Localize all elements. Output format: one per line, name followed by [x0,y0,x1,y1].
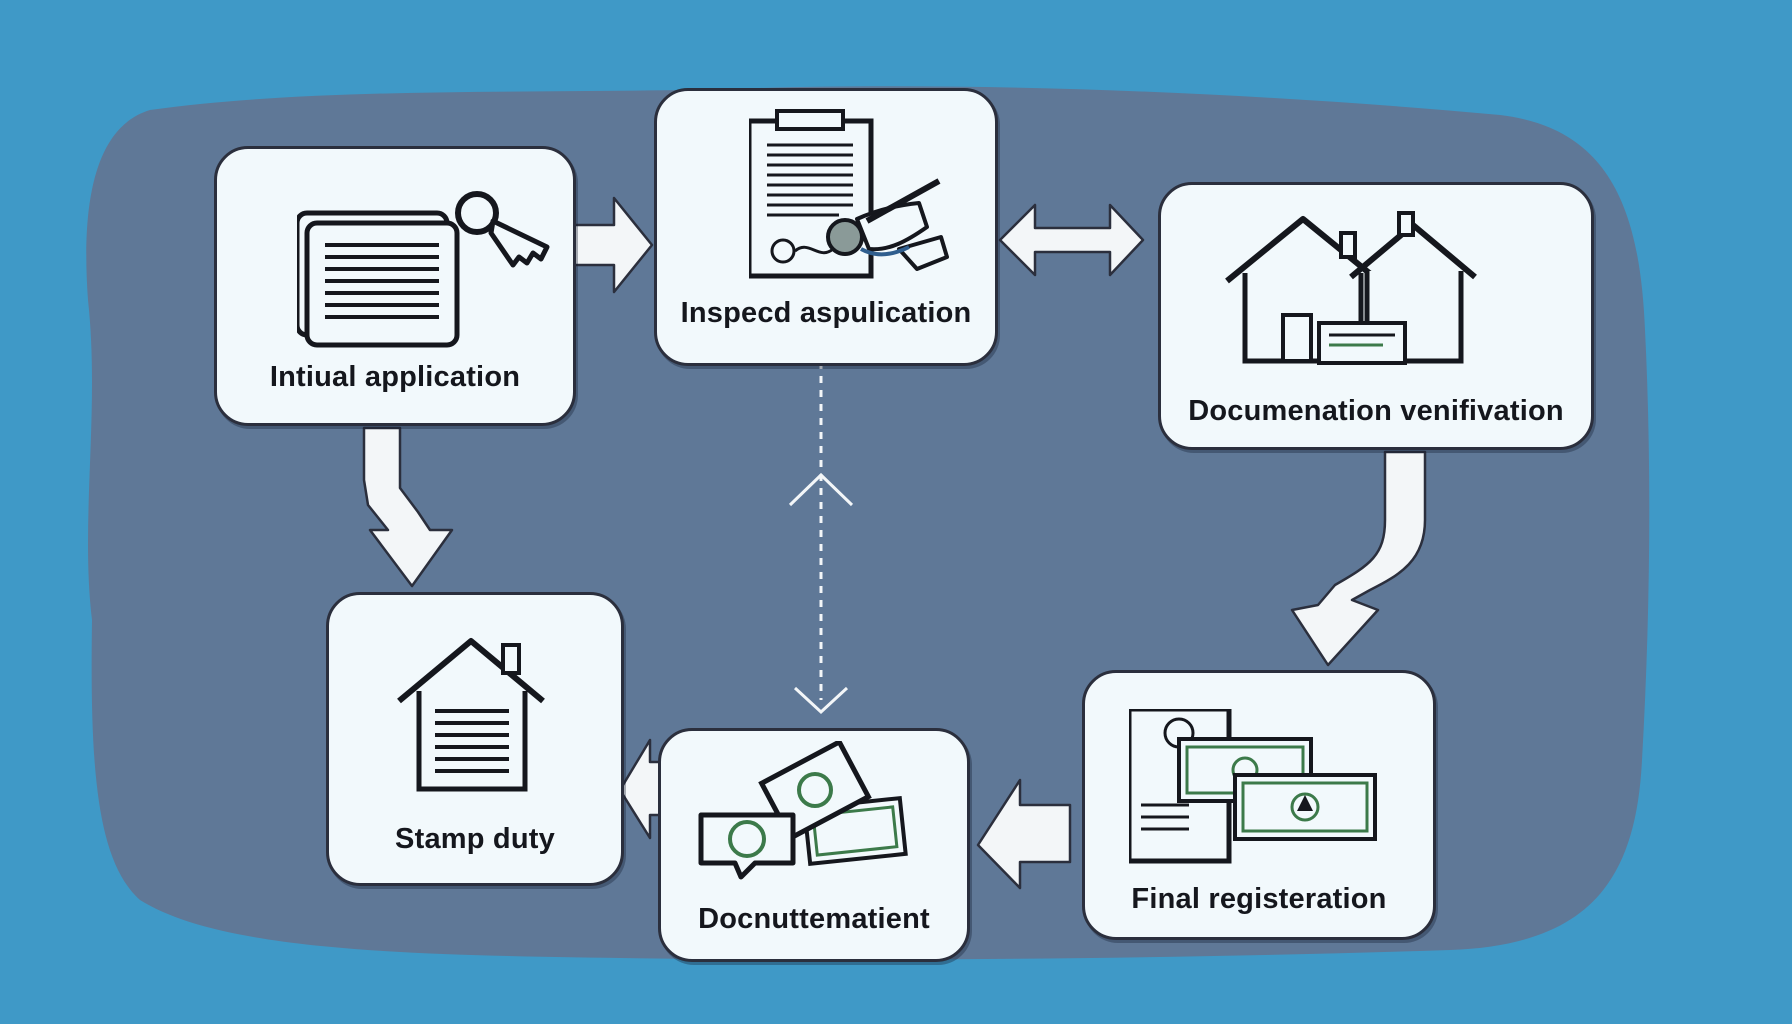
certificate-banknotes-icon [1129,709,1377,864]
node-label: Inspecd aspulication [680,297,972,329]
arrow-initial-to-inspect [564,196,654,294]
arrow-final-to-document [976,778,1072,890]
document-key-icon [297,191,550,348]
node-label: Stamp duty [395,823,555,855]
houses-card-icon [1225,211,1477,365]
node-stamp-duty[interactable]: Stamp duty [326,592,624,886]
arrow-initial-to-stamp [362,426,454,588]
node-docnuttematient[interactable]: Docnuttematient [658,728,970,962]
house-document-icon [397,638,545,792]
node-final-registration[interactable]: Final registeration [1082,670,1436,940]
dashed-connector [788,362,854,715]
clipboard-sign-icon [749,109,949,279]
arrow-inspect-verify [998,203,1145,277]
node-label: Docnuttematient [698,903,930,935]
node-documentation-verification[interactable]: Documenation venifivation [1158,182,1594,450]
node-label: Intiual application [269,361,521,393]
node-label: Documenation venifivation [1188,395,1564,427]
node-initial-application[interactable]: Intiual application [214,146,576,426]
node-inspect-application[interactable]: Inspecd aspulication [654,88,998,366]
arrow-verify-to-final [1290,450,1427,667]
node-label: Final registeration [1131,883,1387,915]
money-notes-icon [698,741,908,880]
